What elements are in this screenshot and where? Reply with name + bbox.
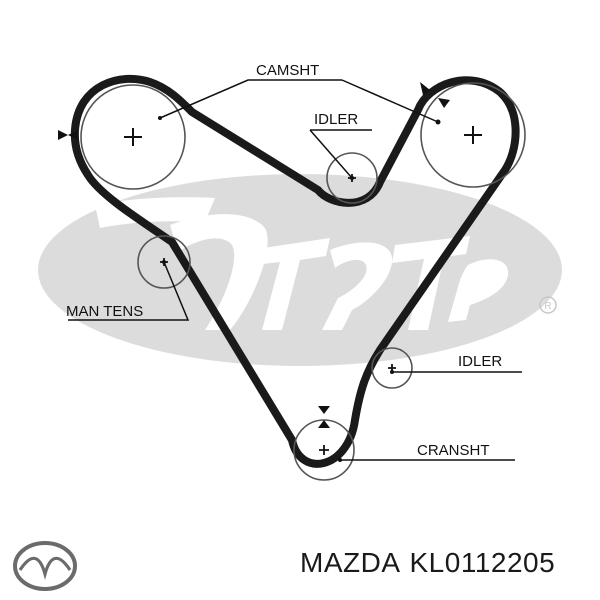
leader-lines <box>68 79 522 461</box>
svg-text:R: R <box>544 301 551 312</box>
camshaft-pulley-left <box>80 84 186 190</box>
part-number: KL0112205 <box>409 547 556 578</box>
idler-top-label: IDLER <box>314 111 358 128</box>
crankshaft-label: CRANSHT <box>417 442 490 459</box>
camshaft-label: CAMSHT <box>256 62 319 79</box>
mazda-logo-icon <box>13 541 77 591</box>
timing-mark-right-icon <box>420 82 450 108</box>
gates-watermark: R <box>38 174 562 366</box>
footer-part-info: MAZDA KL0112205 <box>300 547 555 579</box>
manual-tensioner-label: MAN TENS <box>66 303 143 320</box>
brand-name: MAZDA <box>300 547 401 578</box>
timing-mark-left-icon <box>58 130 78 140</box>
idler-bottom-label: IDLER <box>458 353 502 370</box>
timing-mark-crank-icon <box>318 406 330 428</box>
timing-belt <box>70 74 520 468</box>
camshaft-pulley-right <box>420 82 526 188</box>
